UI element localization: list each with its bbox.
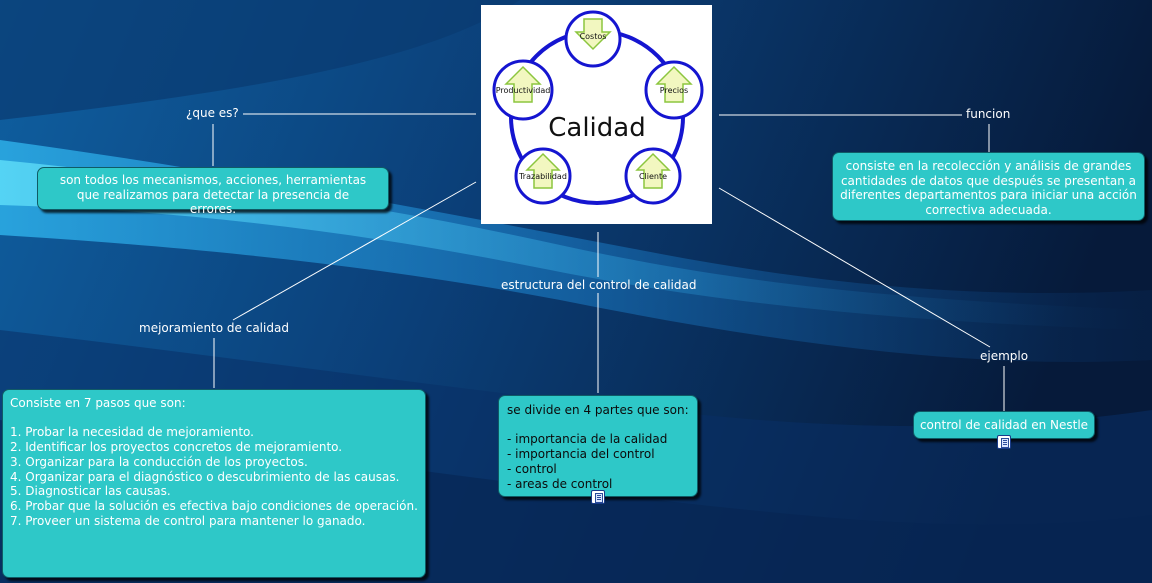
node-productividad: Productividad xyxy=(492,59,554,121)
central-title: Calidad xyxy=(548,113,645,143)
arrow-up-icon xyxy=(525,152,561,189)
calidad-central-image[interactable]: Calidad Costos Precios Cliente Trazabili… xyxy=(481,5,712,224)
label-estructura[interactable]: estructura del control de calidad xyxy=(501,278,697,292)
arrow-up-icon xyxy=(504,65,542,103)
svg-text:Precios: Precios xyxy=(660,86,688,95)
arrow-up-icon xyxy=(635,152,671,189)
node-cliente: Cliente xyxy=(624,147,682,205)
box-funcion[interactable]: consiste en la recolección y análisis de… xyxy=(832,152,1145,221)
box-estructura[interactable]: se divide en 4 partes que son: - importa… xyxy=(498,395,698,497)
svg-text:Trazabilidad: Trazabilidad xyxy=(518,172,567,181)
arrow-up-icon xyxy=(655,65,693,103)
svg-text:Cliente: Cliente xyxy=(639,172,667,181)
box-mejoramiento[interactable]: Consiste en 7 pasos que son: 1. Probar l… xyxy=(2,389,426,578)
box-que-es[interactable]: son todos los mecanismos, acciones, herr… xyxy=(37,167,389,216)
document-icon[interactable] xyxy=(591,490,605,504)
node-precios: Precios xyxy=(644,60,704,120)
node-costos: Costos xyxy=(564,10,622,68)
label-ejemplo[interactable]: ejemplo xyxy=(980,349,1029,363)
label-que-es[interactable]: ¿que es? xyxy=(186,106,239,120)
document-icon[interactable] xyxy=(997,435,1011,449)
svg-text:Productividad: Productividad xyxy=(496,86,551,95)
arrow-down-icon xyxy=(574,18,612,51)
box-ejemplo[interactable]: control de calidad en Nestle xyxy=(913,411,1095,439)
svg-text:Costos: Costos xyxy=(580,32,607,41)
label-mejoramiento[interactable]: mejoramiento de calidad xyxy=(139,321,289,335)
node-trazabilidad: Trazabilidad xyxy=(514,147,572,205)
label-funcion[interactable]: funcion xyxy=(966,107,1011,121)
